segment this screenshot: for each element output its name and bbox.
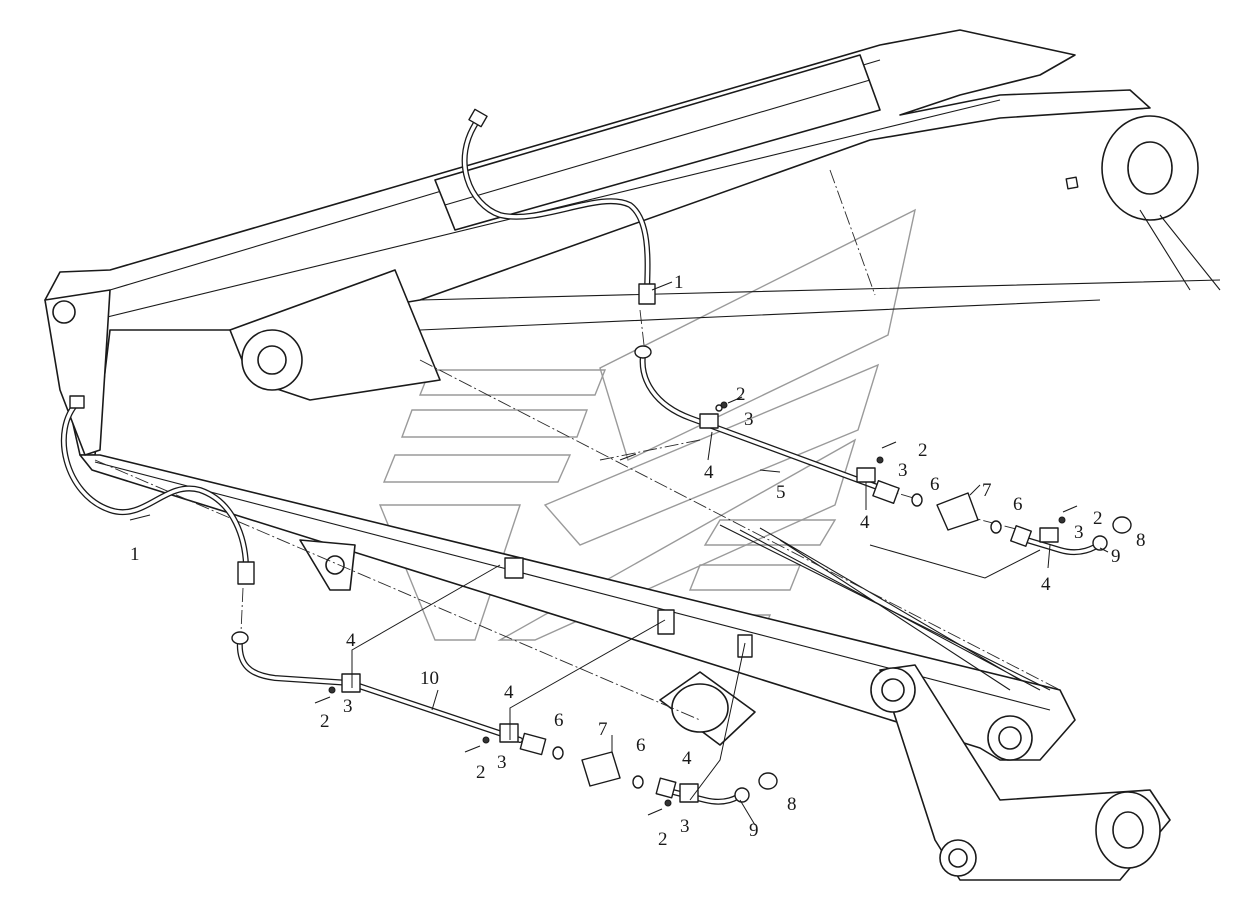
boom-foot-pin-hole	[52, 300, 76, 324]
callout-4: 4	[682, 748, 692, 769]
callout-8: 8	[1136, 530, 1146, 551]
pipe5-nut	[872, 480, 900, 504]
callout-2: 2	[320, 711, 330, 732]
callout-7: 7	[982, 480, 992, 501]
cap-upper	[1112, 516, 1132, 534]
loose-clamp-blocks	[504, 557, 753, 658]
callout-7: 7	[598, 719, 608, 740]
clamp-lower-1	[341, 673, 361, 693]
callout-2: 2	[658, 829, 668, 850]
callout-2: 2	[918, 440, 928, 461]
clamp-upper-3	[1039, 527, 1059, 543]
callout-6: 6	[554, 710, 564, 731]
callout-2: 2	[476, 762, 486, 783]
pipe-assembly-upper	[619, 345, 1132, 556]
callout-3: 3	[497, 752, 507, 773]
callout-3: 3	[343, 696, 353, 717]
o-ring-lower-2	[632, 775, 644, 789]
hose-lower	[60, 395, 255, 585]
callout-4: 4	[1041, 574, 1051, 595]
callout-labels: 1 1 2 2 2 2 2 2 3 3 3 3 3 3 4 4 4 4 4 4 …	[130, 272, 1146, 850]
block-valve-upper	[936, 492, 979, 531]
callout-6: 6	[1013, 494, 1023, 515]
clamp-block-c	[737, 634, 753, 658]
pipe5-top-fitting	[634, 345, 652, 359]
callout-9: 9	[749, 820, 759, 841]
hose-upper	[461, 108, 656, 305]
callout-1-upper: 1	[674, 272, 684, 293]
pipe10-nut	[519, 732, 547, 756]
block-valve-lower	[581, 751, 621, 787]
callout-4: 4	[504, 682, 514, 703]
callout-4: 4	[346, 630, 356, 651]
callout-5: 5	[776, 482, 786, 503]
clamp-upper-2	[856, 467, 876, 483]
callout-3: 3	[680, 816, 690, 837]
watermark-logo	[378, 208, 916, 641]
callout-2: 2	[1093, 508, 1103, 529]
callout-10: 10	[420, 668, 439, 689]
callout-9: 9	[1111, 546, 1121, 567]
cap-lower	[758, 772, 778, 790]
o-ring-lower-1	[552, 746, 564, 760]
clamp-block-b	[657, 609, 675, 635]
o-ring-upper-1	[911, 493, 923, 507]
callout-3: 3	[1074, 522, 1084, 543]
o-ring-upper-2	[990, 520, 1002, 534]
pipe10-top-fitting	[231, 631, 249, 645]
callout-6: 6	[636, 735, 646, 756]
boom-upper-plate	[44, 29, 1151, 456]
hose-upper-end-fitting	[638, 283, 656, 305]
callout-1-lower: 1	[130, 544, 140, 565]
clamp-upper-1	[699, 413, 719, 429]
boom-lower-beam	[79, 454, 1076, 761]
clamp-lower-3	[679, 783, 699, 803]
callout-8: 8	[787, 794, 797, 815]
boom-foot-bracket	[44, 289, 111, 456]
callout-4: 4	[704, 462, 714, 483]
hose-lower-end-fitting	[237, 561, 255, 585]
clamp-lower-2	[499, 723, 519, 743]
callout-3: 3	[898, 460, 908, 481]
clamp-block-a	[504, 557, 524, 579]
callout-6: 6	[930, 474, 940, 495]
callout-3: 3	[744, 409, 754, 430]
callout-2: 2	[736, 384, 746, 405]
leader-lines	[129, 281, 1109, 826]
pipe-assembly-lower	[231, 631, 778, 816]
small-square-fitting	[1065, 176, 1079, 190]
callout-4: 4	[860, 512, 870, 533]
